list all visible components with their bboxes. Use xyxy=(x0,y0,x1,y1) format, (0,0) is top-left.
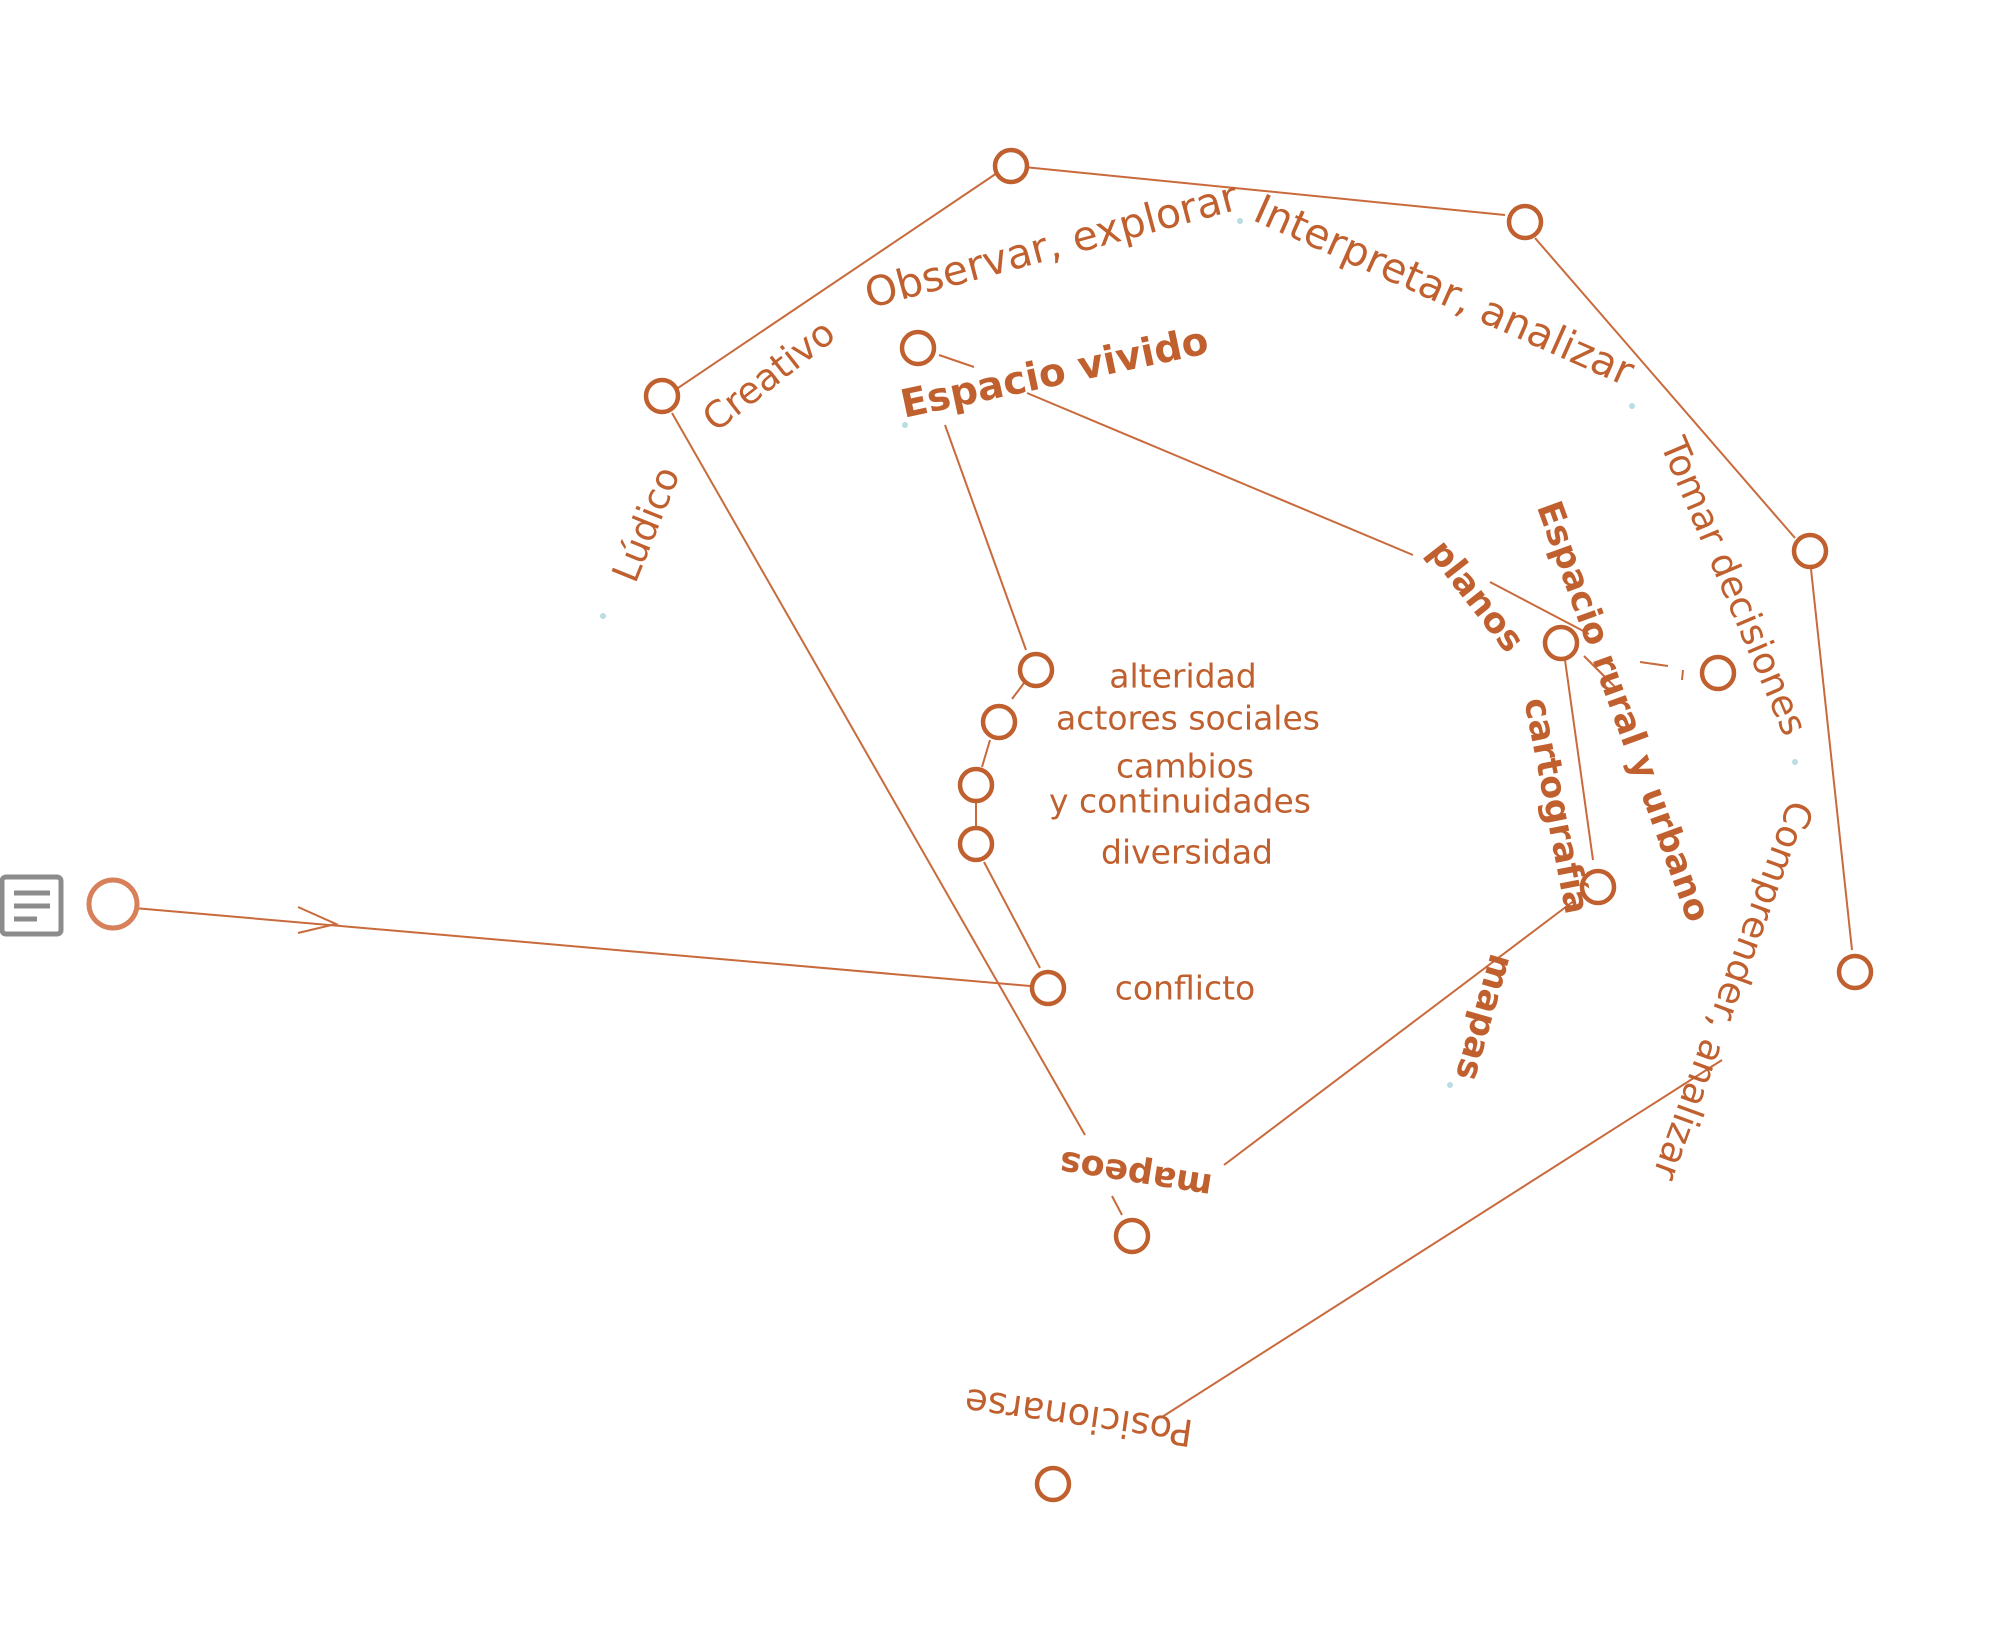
edge-espaciovivido-alteridad xyxy=(944,424,1027,651)
node-conflicto[interactable] xyxy=(1029,969,1067,1007)
label-ludico: Lúdico xyxy=(604,460,689,588)
edge-ludico-mapeos xyxy=(671,412,1086,1136)
node-cambios[interactable] xyxy=(957,766,995,804)
document-icon[interactable] xyxy=(0,874,64,937)
edge-diversidad-conflicto xyxy=(983,861,1041,969)
node-interpretar[interactable] xyxy=(1506,203,1544,241)
decor-dot xyxy=(1792,759,1798,765)
node-comprender[interactable] xyxy=(1836,953,1874,991)
node-alteridad[interactable] xyxy=(1017,651,1055,689)
label-observar: Observar, explorar xyxy=(859,172,1243,318)
edge-espaciovivido-rural xyxy=(938,354,975,368)
label-espacio-vivido: Espacio vivido xyxy=(897,318,1213,427)
direction-arrow xyxy=(297,906,340,934)
node-diversidad[interactable] xyxy=(957,825,995,863)
node-mapeos[interactable] xyxy=(1113,1217,1151,1255)
label-cartografia: cartografía xyxy=(1515,694,1596,917)
node-rural-a[interactable] xyxy=(1542,624,1580,662)
label-creativo: Creativo xyxy=(694,311,843,440)
edge-node-cartografia xyxy=(1564,659,1594,861)
edge-planos-rural xyxy=(1489,581,1590,635)
label-alteridad: alteridad xyxy=(1109,657,1257,696)
label-posicionarse: Posicionarse xyxy=(962,1380,1196,1455)
label-actores: actores sociales xyxy=(1056,699,1320,738)
node-tomar[interactable] xyxy=(1791,532,1829,570)
label-cambios: cambios xyxy=(1116,747,1254,786)
node-rural-b[interactable] xyxy=(1699,654,1737,692)
edge-rural-node xyxy=(1639,661,1669,667)
node-observar[interactable] xyxy=(992,147,1030,185)
label-conflicto: conflicto xyxy=(1115,969,1255,1008)
decor-dots xyxy=(600,218,1798,1088)
label-interpretar: Interpretar, analizar xyxy=(1247,185,1641,396)
node-ludico[interactable] xyxy=(643,377,681,415)
edge-comprender-posicionarse xyxy=(1161,1059,1723,1418)
edge-observar-interpretar xyxy=(1023,166,1506,216)
node-cartografia[interactable] xyxy=(1579,868,1617,906)
connector-lines xyxy=(133,166,1853,1418)
label-tomar: Tomar decisiones xyxy=(1651,430,1816,742)
start-node[interactable] xyxy=(86,877,140,931)
edge-actores-cambios xyxy=(981,739,991,768)
edge-ludico-observar xyxy=(674,170,1001,391)
decor-dot xyxy=(600,613,606,619)
node-posicionarse[interactable] xyxy=(1034,1465,1072,1503)
node-actores[interactable] xyxy=(980,703,1018,741)
edge-alteridad-actores xyxy=(1011,682,1025,700)
node-espacio-vivido[interactable] xyxy=(899,329,937,367)
decor-dot xyxy=(1237,218,1243,224)
label-planos: planos xyxy=(1420,533,1532,660)
edge-cartografia-mapeos xyxy=(1223,899,1576,1166)
decor-dot xyxy=(1629,403,1635,409)
edge-tomar-comprender xyxy=(1810,568,1853,951)
decor-dot xyxy=(1447,1082,1453,1088)
edge-mapeos-node xyxy=(1111,1195,1123,1216)
label-mapeos: mapeos xyxy=(1057,1142,1215,1206)
edge-rural-node-tick xyxy=(1681,669,1684,681)
edge-cartografia-node xyxy=(1583,655,1618,690)
decor-dot xyxy=(902,422,908,428)
label-mapas: mapas xyxy=(1447,949,1521,1085)
label-continuidades: y continuidades xyxy=(1049,782,1311,821)
edge-start-conflicto xyxy=(133,907,1031,987)
label-diversidad: diversidad xyxy=(1101,833,1273,872)
edge-espaciovivido-planos xyxy=(1026,392,1414,556)
edge-interpretar-tomar xyxy=(1534,237,1796,539)
